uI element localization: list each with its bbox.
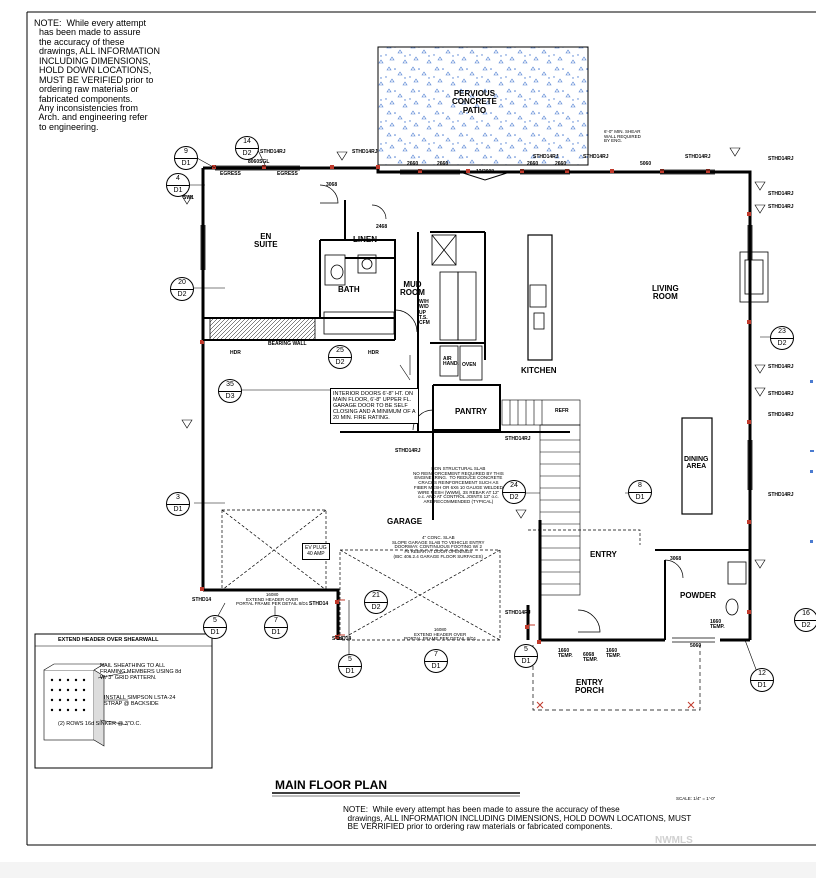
holddown-label: STHD14RJ (260, 149, 286, 155)
window-size: 5060 (640, 161, 652, 167)
note-header-right: 16080 EXTEND HEADER OVER PORTAL FRAME PE… (404, 627, 477, 642)
holddown-label: STHD14RJ (768, 364, 794, 370)
appliance-label: AIR HAND. (443, 356, 459, 368)
holddown-label: STHD14RJ (768, 191, 794, 197)
opening-label: 6068 TEMP. (583, 652, 598, 664)
watermark-logo: NWMLS (655, 835, 693, 846)
opening-label: 1660 TEMP. (710, 619, 725, 631)
window-size: 5060 (690, 643, 702, 649)
header-label: HDR (230, 350, 241, 356)
room-kitchen: KITCHEN (521, 366, 557, 375)
room-garage: GARAGE (387, 517, 423, 526)
holddown-label: STHD14RJ (768, 156, 794, 162)
holddown-label: STHD14RJ (768, 412, 794, 418)
holddown-label: STHD14 (309, 601, 329, 607)
holddown-label: STHD14RJ (583, 154, 609, 160)
note-header-left: 16080 EXTEND HEADER OVER PORTAL FRAME PE… (236, 592, 309, 607)
holddown-label: STHD14RJ (352, 149, 378, 155)
room-dining-area: DINING AREA (684, 456, 709, 471)
window-size: 2660 (527, 161, 539, 167)
header-label: HDR (368, 350, 379, 356)
note-top-left: NOTE: While every attempt has been made … (34, 18, 161, 132)
holddown-label: STHD14 (192, 597, 212, 603)
window-size: 8060SGL (248, 159, 270, 165)
window-size: 2660 (555, 161, 567, 167)
ev-plug-label: EV PLUG 40 AMP (302, 543, 330, 560)
room-mud-room: MUD ROOM (400, 280, 425, 298)
holddown-label: STHD14RJ (768, 492, 794, 498)
door-size: 3068 (326, 182, 338, 188)
room-living-room: LIVING ROOM (652, 284, 679, 302)
note-garage-slab: 4" CONC. SLAB SLOPE GARAGE SLAB TO VEHIC… (392, 535, 485, 559)
window-size: 12/3008 (476, 169, 495, 175)
appliance-label: REFR (555, 408, 569, 414)
room-linen: LINEN (353, 235, 377, 244)
holddown-label: STHD14RJ (505, 436, 531, 442)
detail-sinker-text: (2) ROWS 16d SINKER @ 3"O.C. (58, 721, 142, 727)
window-size: EGRESS (220, 171, 241, 177)
plan-scale: SCALE: 1/4" = 1'-0" (676, 796, 716, 801)
wall-label: BEARING WALL (268, 341, 307, 347)
mechanical-label: W/H W/D UP T.S. CFM (419, 299, 430, 326)
room-entry-porch: ENTRY PORCH (575, 678, 604, 696)
note-shear-wall: 6'-0" MIN. SHEAR WALL REQUIRED BY ENG. (604, 129, 641, 144)
detail-nail-text: NAIL SHEATHING TO ALL FRAMING MEMBERS US… (100, 663, 182, 681)
door-size: 2468 (376, 224, 388, 230)
detail-strap-text: INSTALL SIMPSON LSTA-24 STRAP @ BACKSIDE (104, 695, 176, 707)
note-slab: NON STRUCTURAL SLAB NO REINFORCEMENT REQ… (413, 466, 504, 505)
appliance-label: OVEN (462, 362, 477, 368)
holddown-label: STHD14RJ (533, 154, 559, 160)
room-patio: PERVIOUS CONCRETE PATIO (452, 89, 497, 115)
room-powder: POWDER (680, 591, 716, 600)
holddown-label: STHD14RJ (395, 448, 421, 454)
window-size: 2660 (437, 161, 449, 167)
door-size: 3068 (670, 556, 682, 562)
plan-title: MAIN FLOOR PLAN (275, 778, 387, 792)
room-bath: BATH (338, 285, 360, 294)
opening-label: 1660 TEMP. (558, 648, 573, 660)
holddown-label: STHD14RJ (768, 204, 794, 210)
holddown-label: STHD14RJ (768, 391, 794, 397)
window-size: EGRESS (277, 171, 298, 177)
opening-label: 1660 TEMP. (606, 648, 621, 660)
holddown-label: STHD14RJ (505, 610, 531, 616)
holddown-label: STHD14RJ (685, 154, 711, 160)
shear-wall-tag: SW1 (183, 195, 194, 201)
note-bottom: NOTE: While every attempt has been made … (343, 805, 692, 832)
note-interior-doors: INTERIOR DOORS 6'-8" HT. ON MAIN FLOOR, … (330, 388, 419, 425)
room-en-suite: EN SUITE (254, 232, 278, 250)
patio-slab (377, 46, 589, 166)
room-entry: ENTRY (590, 550, 617, 559)
detail-title: EXTEND HEADER OVER SHEARWALL (58, 637, 159, 643)
room-pantry: PANTRY (455, 407, 487, 416)
window-size: 2660 (407, 161, 419, 167)
holddown-label: STHD14 (332, 636, 352, 642)
